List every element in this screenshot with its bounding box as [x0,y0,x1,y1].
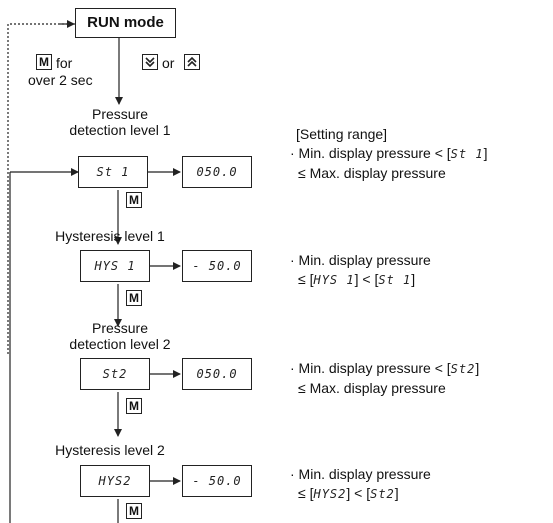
run-mode-box: RUN mode [75,8,176,38]
step1-label: Pressure detection level 1 [69,106,171,138]
step4-value-display: - 50.0 [182,465,252,497]
step1-value-display: 050.0 [182,156,252,188]
entry-for-text: for [56,55,73,71]
setting-range-title: [Setting range] [296,126,388,142]
entry-or-text: or [162,55,175,71]
double-chevron-down-icon [142,54,158,70]
run-mode-label: RUN mode [87,14,164,31]
step2-label: Hysteresis level 1 [55,228,165,244]
step2-range: · Min. display pressure ≤ [HYS 1] < [St … [290,252,431,287]
step3-range: · Min. display pressure < [St2] ≤ Max. d… [290,360,480,396]
m-key-icon: M [126,192,142,208]
step3-param-display: St2 [80,358,150,390]
dotted-return-line [7,23,76,356]
m-key-icon: M [126,290,142,306]
step4-range: · Min. display pressure ≤ [HYS2] < [St2] [290,466,431,501]
step4-param-display: HYS2 [80,465,150,497]
step2-param-display: HYS 1 [80,250,150,282]
entry-duration-text: over 2 sec [28,72,93,88]
step4-label: Hysteresis level 2 [55,442,165,458]
step3-value-display: 050.0 [182,358,252,390]
m-key-icon: M [126,398,142,414]
step1-param-display: St 1 [78,156,148,188]
step2-value-display: - 50.0 [182,250,252,282]
step1-range: · Min. display pressure < [St 1] ≤ Max. … [290,145,488,181]
m-key-icon: M [36,54,52,70]
m-key-icon: M [126,503,142,519]
step3-label: Pressure detection level 2 [69,320,171,352]
double-chevron-up-icon [184,54,200,70]
